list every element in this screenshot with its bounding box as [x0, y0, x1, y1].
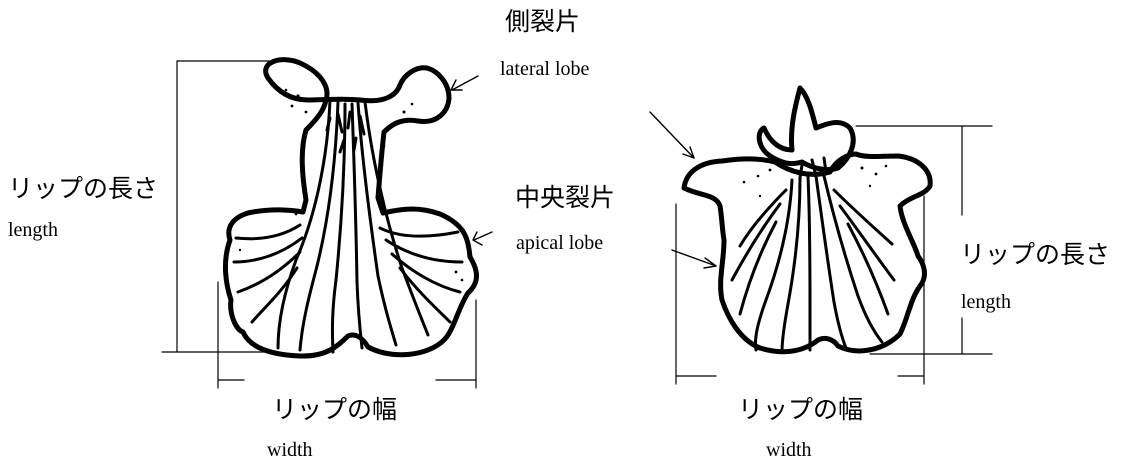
lateral-lobe-label-jp: 側裂片	[505, 9, 580, 34]
right-width-label-jp: リップの幅	[738, 397, 863, 422]
right-lateral-arrow	[650, 112, 694, 158]
apical-lobe-label-en: apical lobe	[516, 233, 603, 253]
left-width-label-en: width	[267, 440, 313, 460]
right-width-label-en: width	[766, 440, 812, 460]
lateral-lobe-label-en: lateral lobe	[500, 59, 589, 79]
left-lip-veins	[234, 100, 462, 352]
left-length-label-en: length	[8, 220, 58, 240]
left-length-measure	[162, 61, 272, 352]
right-length-label-jp: リップの長さ	[960, 242, 1110, 267]
apical-lobe-arrow	[473, 232, 492, 245]
right-width-measure	[676, 196, 924, 384]
right-apical-arrow	[672, 250, 716, 268]
right-lip-outline	[684, 88, 930, 352]
left-width-label-jp: リップの幅	[272, 397, 397, 422]
left-length-label-jp: リップの長さ	[8, 176, 158, 201]
right-length-label-en: length	[961, 292, 1011, 312]
lateral-lobe-arrow	[451, 76, 478, 90]
apical-lobe-label-jp: 中央裂片	[515, 185, 615, 210]
